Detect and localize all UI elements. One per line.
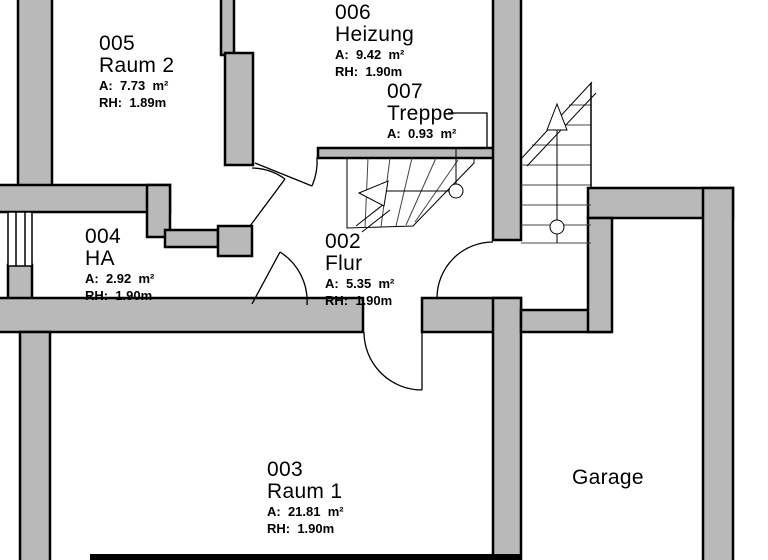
wall (90, 554, 520, 560)
room-number: 006 (335, 1, 371, 24)
room-height: RH: 1.89m (99, 95, 167, 110)
staircase-winder (346, 149, 475, 233)
wall (316, 146, 497, 160)
room-label-003: 003 Raum 1 A: 21.81 m² RH: 1.90m (267, 459, 344, 537)
room-label-002: 002 Flur A: 5.35 m² RH: 1.90m (325, 231, 394, 309)
room-number: 003 (267, 458, 303, 481)
wall (163, 228, 220, 249)
door-flur-east (436, 241, 494, 299)
room-area: A: 0.93 m² (387, 126, 457, 141)
room-label-garage: Garage (572, 466, 644, 489)
room-label-007: 007 Treppe A: 0.93 m² (387, 81, 456, 142)
treppe-leader-line (448, 112, 488, 149)
doors (249, 156, 494, 391)
room-height: RH: 1.90m (267, 521, 335, 536)
wall (586, 216, 614, 334)
room-area: A: 2.92 m² (85, 271, 155, 286)
wall (145, 183, 172, 239)
door-heizung (254, 156, 318, 187)
room-area: A: 9.42 m² (335, 47, 405, 62)
stair-walk-start (549, 219, 565, 235)
room-height: RH: 1.90m (325, 293, 393, 308)
room-number: 007 (387, 80, 423, 103)
stair-walk-start (448, 183, 464, 199)
wall (16, 0, 54, 193)
room-area: A: 5.35 m² (325, 276, 395, 291)
door-raum2 (249, 167, 286, 227)
room-label-006: 006 Heizung A: 9.42 m² RH: 1.90m (335, 2, 414, 80)
room-height: RH: 1.90m (85, 288, 153, 303)
stair-up-arrow (357, 180, 389, 207)
wall (18, 330, 52, 560)
wall (491, 0, 523, 242)
wall (0, 183, 172, 214)
wall (216, 224, 254, 258)
door-ha (251, 251, 308, 306)
staircase-straight (520, 81, 597, 244)
window (7, 211, 33, 267)
room-number: 004 (85, 225, 121, 248)
room-area: A: 7.73 m² (99, 78, 169, 93)
room-label-004: 004 HA A: 2.92 m² RH: 1.90m (85, 226, 154, 304)
stair-up-arrow (546, 102, 568, 131)
room-name: Heizung (335, 23, 415, 46)
room-label-005: 005 Raum 2 A: 7.73 m² RH: 1.89m (99, 33, 174, 111)
room-name: HA (85, 247, 115, 270)
wall (701, 186, 735, 560)
room-name: Treppe (387, 102, 455, 125)
wall (0, 296, 365, 334)
room-height: RH: 1.90m (335, 64, 403, 79)
room-name: Raum 2 (99, 54, 175, 77)
room-name: Raum 1 (267, 480, 343, 503)
door-raum1 (363, 331, 423, 391)
walls (0, 0, 735, 560)
room-number: 002 (325, 230, 361, 253)
room-name: Flur (325, 252, 363, 275)
room-area: A: 21.81 m² (267, 504, 344, 519)
wall (223, 51, 255, 167)
wall (219, 0, 236, 57)
wall (6, 263, 34, 303)
room-number: 005 (99, 32, 135, 55)
wall (491, 296, 523, 560)
